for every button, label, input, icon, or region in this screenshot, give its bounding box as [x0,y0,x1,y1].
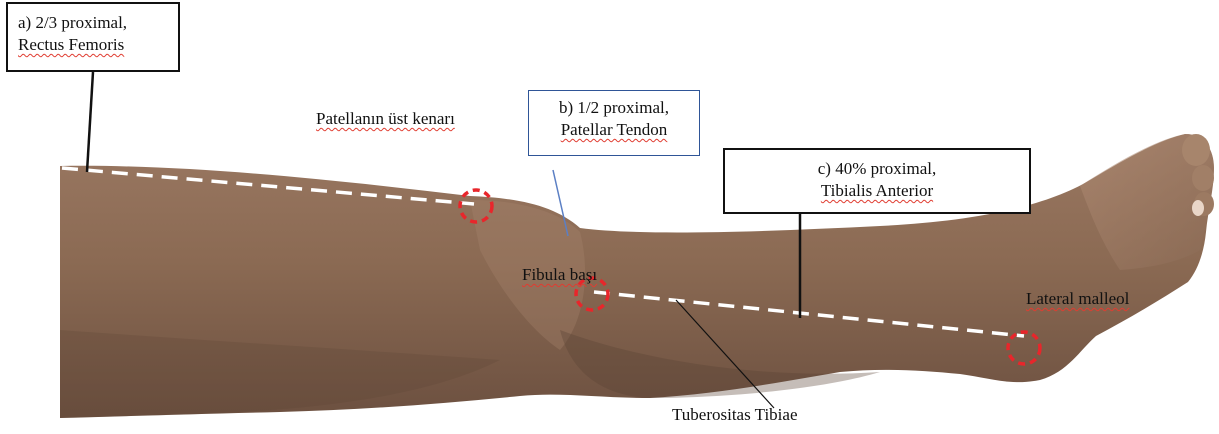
box-b-line2: Patellar Tendon [529,119,699,141]
toe [1192,165,1214,191]
landmark-tuberositas-label: Tuberositas Tibiae [672,404,797,426]
label-box-tibialis-anterior: c) 40% proximal, Tibialis Anterior [723,148,1031,214]
pointer-box-a [87,72,93,172]
box-c-line1: c) 40% proximal, [725,158,1029,180]
box-a-line1: a) 2/3 proximal, [18,12,178,34]
toe [1182,134,1210,166]
box-b-line1: b) 1/2 proximal, [529,97,699,119]
landmark-malleol-label: Lateral malleol [1026,288,1129,310]
box-c-line2: Tibialis Anterior [725,180,1029,202]
label-box-rectus-femoris: a) 2/3 proximal, Rectus Femoris [6,2,180,72]
box-a-line2: Rectus Femoris [18,34,178,56]
landmark-fibula-label: Fibula başı [522,264,597,286]
label-box-patellar-tendon: b) 1/2 proximal, Patellar Tendon [528,90,700,156]
toenail [1192,200,1204,216]
landmark-patella-label: Patellanın üst kenarı [316,108,455,130]
